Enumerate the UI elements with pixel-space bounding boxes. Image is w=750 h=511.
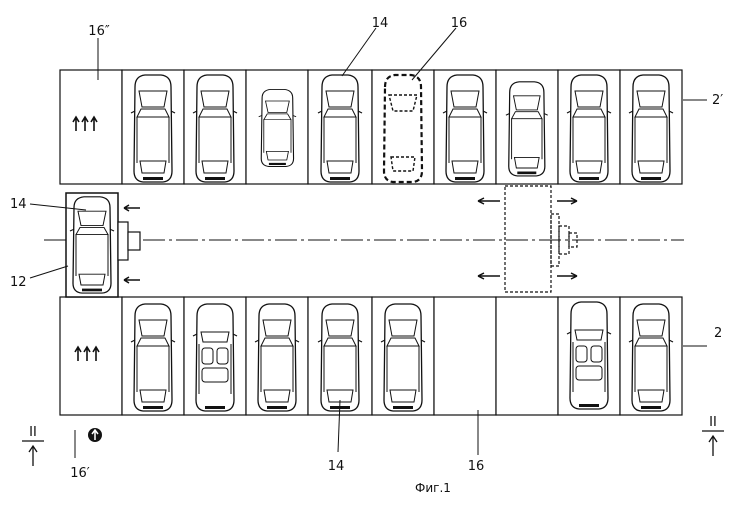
label-16-bottom: 16 [468, 459, 485, 474]
car-icon [442, 74, 488, 183]
figure-caption: Фиг.1 [415, 481, 451, 495]
dashed-car-icon [382, 73, 424, 184]
entry-arrows-icon [74, 346, 100, 362]
car-icon [628, 74, 674, 183]
car-icon [254, 303, 300, 412]
car-icon [130, 303, 176, 412]
car-icon [317, 303, 363, 412]
label-12: 12 [10, 275, 27, 290]
bottom-bay-empty [433, 296, 497, 416]
car-icon [258, 88, 297, 168]
entry-arrows-icon [72, 116, 98, 132]
top-parking-row [59, 69, 683, 185]
label-14-top: 14 [372, 16, 389, 31]
direction-arrow-circle-icon [88, 428, 102, 442]
label-2: 2 [714, 326, 722, 341]
label-14-shuttle: 14 [10, 197, 27, 212]
label-2-prime: 2′ [712, 93, 723, 108]
label-16-double-prime: 16″ [88, 24, 110, 39]
car-icon [192, 74, 238, 183]
section-label-right: II [709, 415, 717, 430]
car-icon [628, 303, 674, 412]
bottom-bay-entry [59, 296, 123, 416]
section-marker-right: II [702, 415, 724, 456]
car-icon [566, 74, 612, 183]
car-icon [317, 74, 363, 183]
car-icon [380, 303, 426, 412]
convertible-car-icon [192, 303, 238, 412]
section-label-left: II [29, 425, 37, 440]
bottom-bay-empty [495, 296, 559, 416]
car-icon [69, 196, 115, 294]
bottom-parking-row [59, 296, 683, 416]
section-marker-left: II [22, 425, 44, 466]
top-bay-entry [59, 69, 123, 185]
shuttle-dashed-right [477, 185, 578, 293]
leader-lines [29, 27, 707, 458]
label-16-prime: 16′ [70, 466, 90, 481]
car-icon [505, 81, 549, 177]
label-14-bottom: 14 [328, 459, 345, 474]
car-icon [130, 74, 176, 183]
shuttle-left [65, 192, 141, 298]
label-16-top: 16 [451, 16, 468, 31]
convertible-car-icon [566, 301, 612, 410]
